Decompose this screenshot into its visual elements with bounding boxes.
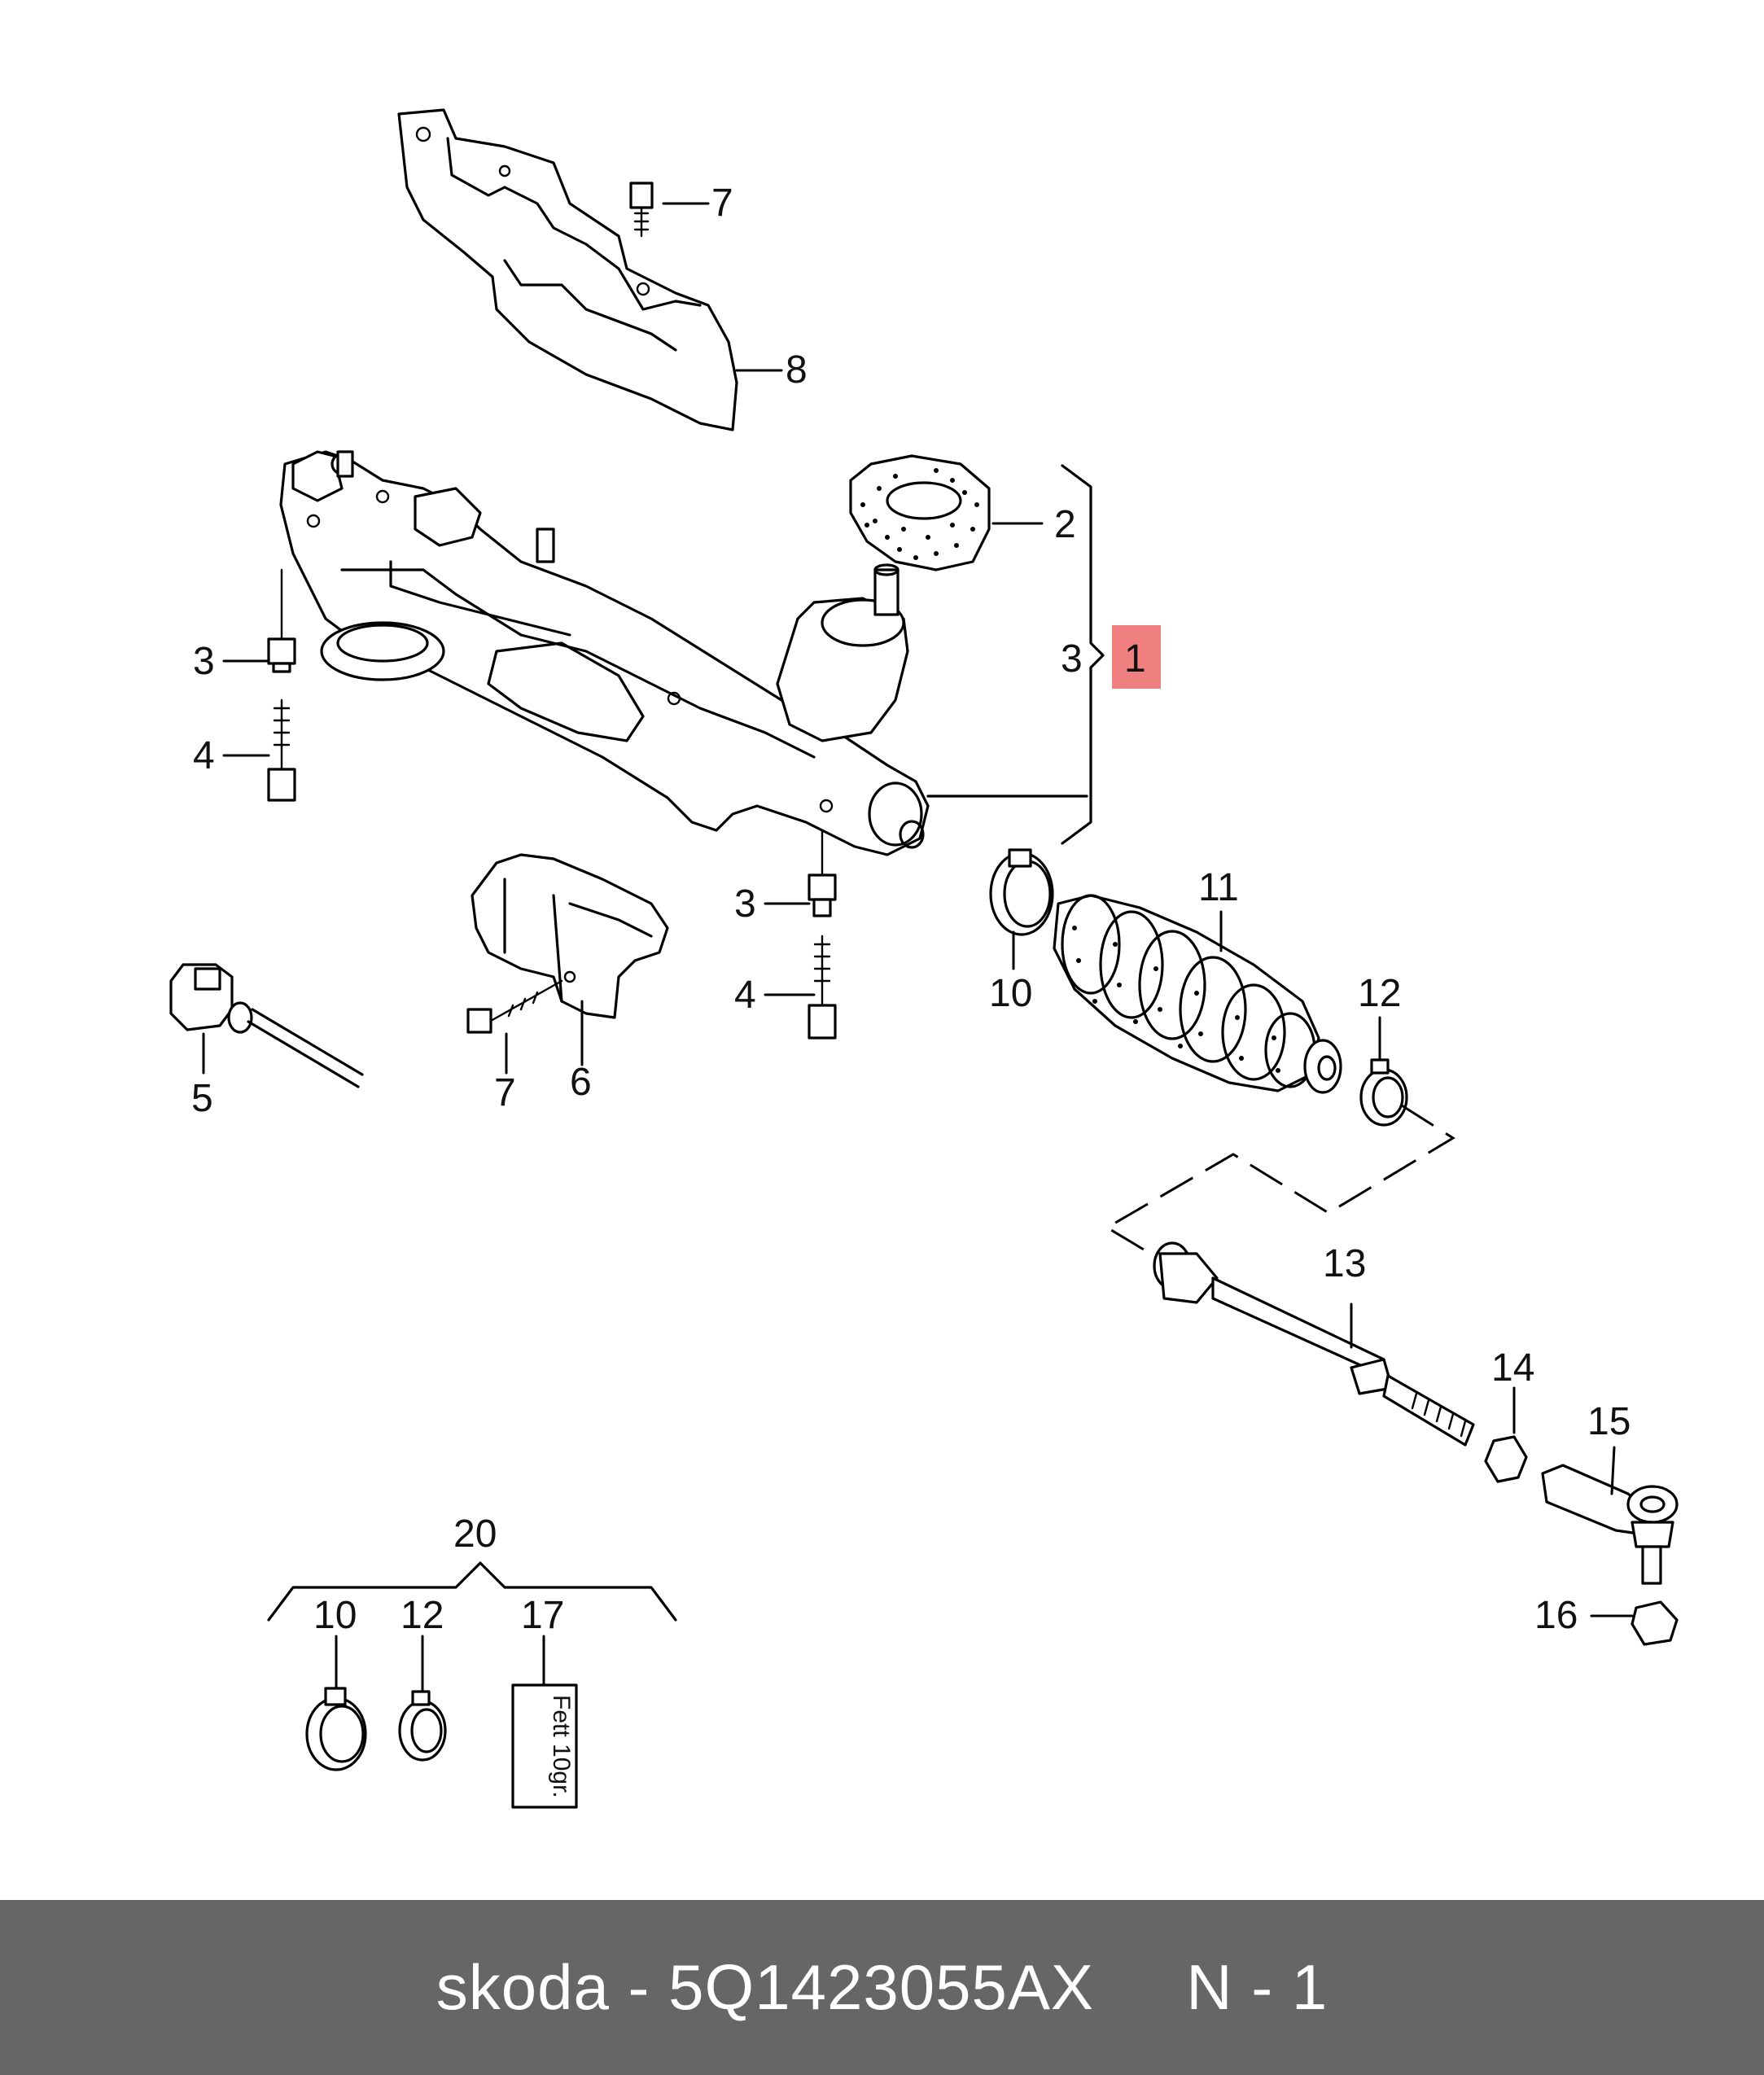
callout-3-group: 3	[1061, 637, 1083, 681]
cover-part	[471, 853, 669, 1019]
grease-box	[511, 1683, 578, 1809]
bolt-group-left	[267, 568, 296, 802]
bolt-group-middle	[808, 829, 837, 1040]
grease-label: Fett 10gr.	[548, 1695, 575, 1798]
footer-part-number: skoda - 5Q1423055AX N - 1	[436, 1951, 1328, 2023]
highlight-box	[1112, 625, 1161, 689]
steering-rack-part	[279, 450, 930, 856]
callout-11: 11	[1198, 866, 1239, 909]
footer-bar: skoda - 5Q1423055AX N - 1	[0, 1900, 1764, 2075]
bolt-part-lower	[466, 979, 563, 1034]
callout-1: 1	[1124, 637, 1146, 681]
kit-clamp-12	[398, 1690, 447, 1762]
damping-pad-part	[849, 454, 991, 571]
callout-5: 5	[191, 1077, 213, 1120]
small-clamp-part	[1359, 1058, 1408, 1127]
dashed-guide-line	[1105, 1104, 1455, 1268]
callout-3-middle: 3	[734, 882, 756, 926]
callout-6: 6	[570, 1061, 592, 1104]
nut-part	[1484, 1435, 1528, 1483]
callout-14: 14	[1491, 1346, 1534, 1390]
sensor-part	[169, 963, 364, 1088]
callout-4-middle: 4	[734, 974, 756, 1017]
tie-rod-part	[1153, 1241, 1475, 1447]
kit-bracket	[267, 1561, 677, 1622]
callout-12-kit: 12	[401, 1594, 444, 1637]
callout-4-left: 4	[193, 734, 215, 777]
heat-shield-part	[397, 108, 738, 431]
callout-17: 17	[521, 1594, 564, 1637]
callout-7-top: 7	[711, 182, 733, 225]
callout-10: 10	[989, 972, 1032, 1015]
bellows-part	[1053, 894, 1342, 1094]
nut-part-16	[1630, 1600, 1679, 1646]
callout-16: 16	[1534, 1594, 1578, 1637]
bolt-part	[629, 182, 654, 238]
tie-rod-end-part	[1541, 1464, 1679, 1585]
clamp-part	[989, 848, 1054, 936]
callout-8: 8	[786, 348, 808, 392]
leader-lines	[202, 202, 1634, 1693]
callout-15: 15	[1587, 1400, 1630, 1443]
callout-13: 13	[1323, 1242, 1366, 1285]
group-bracket	[1061, 464, 1105, 845]
callout-20: 20	[453, 1512, 497, 1556]
kit-clamp-10	[305, 1687, 367, 1771]
parts-diagram: Fett 10gr. 7 8 2 3 1 3 4 3 4 5 7 6 10 11	[169, 108, 1679, 1809]
callout-7-lower: 7	[494, 1071, 516, 1114]
callout-2: 2	[1054, 503, 1076, 546]
callout-10-kit: 10	[313, 1594, 357, 1637]
callout-3-left: 3	[193, 640, 215, 683]
callout-12: 12	[1358, 972, 1401, 1015]
